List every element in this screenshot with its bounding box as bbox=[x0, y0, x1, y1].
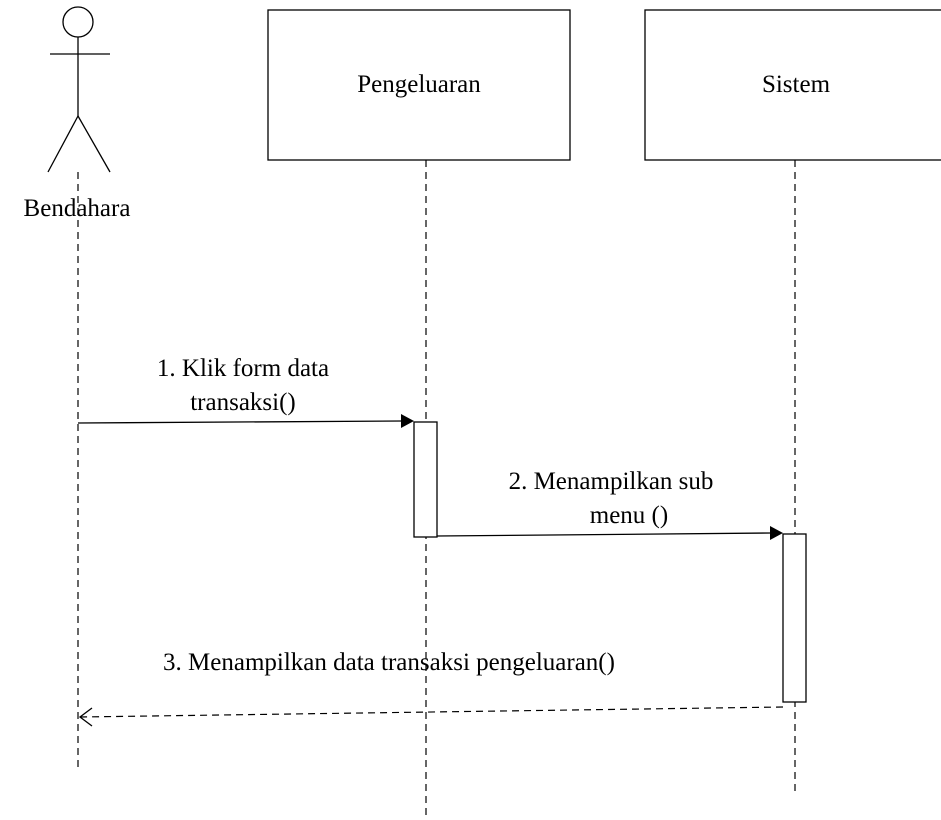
lifeline-label-pengeluaran: Pengeluaran bbox=[357, 71, 481, 98]
message-3: 3. Menampilkan data transaksi pengeluara… bbox=[78, 649, 784, 727]
actor-bendahara: Bendahara bbox=[24, 6, 131, 222]
stick-figure-actor-icon bbox=[47, 6, 111, 173]
lifeline-pengeluaran: Pengeluaran bbox=[267, 9, 571, 161]
message-1-label-line1: 1. Klik form data bbox=[157, 355, 329, 382]
message-2-arrowhead-icon bbox=[770, 526, 783, 540]
lifeline-label-sistem: Sistem bbox=[762, 71, 831, 98]
lifeline-sistem: Sistem bbox=[644, 9, 941, 161]
message-1: 1. Klik form data transaksi() bbox=[77, 355, 414, 428]
message-2-label-line2: menu () bbox=[590, 502, 668, 529]
message-3-open-arrowhead-icon bbox=[78, 707, 93, 727]
message-3-label: 3. Menampilkan data transaksi pengeluara… bbox=[163, 649, 615, 676]
message-2: 2. Menampilkan sub menu () bbox=[436, 468, 783, 540]
message-1-arrowhead-icon bbox=[401, 414, 414, 428]
lifeline-head-pengeluaran bbox=[267, 9, 571, 161]
message-1-label-line2: transaksi() bbox=[190, 389, 296, 416]
lifeline-head-sistem bbox=[644, 9, 941, 161]
activation-bar-pengeluaran bbox=[413, 421, 438, 538]
message-1-arrow-line bbox=[77, 420, 403, 424]
actor-name: Bendahara bbox=[24, 195, 131, 222]
message-2-label-line1: 2. Menampilkan sub bbox=[509, 468, 714, 495]
message-2-arrow-line bbox=[436, 532, 772, 537]
activation-bar-sistem bbox=[782, 533, 807, 703]
message-3-arrow-line bbox=[79, 706, 784, 718]
